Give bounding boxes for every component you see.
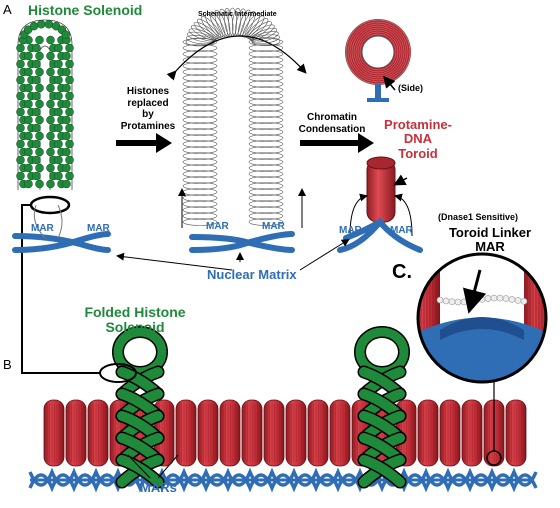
- histones-replaced-line-1: Histones: [126, 86, 170, 97]
- panel-connector-line: [21, 204, 100, 374]
- intermediate-curved-arrow: [166, 35, 307, 81]
- condensation-line-1: Chromatin: [307, 112, 357, 123]
- histones-replaced-label: Histones replaced by Protamines: [118, 86, 178, 132]
- toroid-side-view: [345, 19, 411, 102]
- arrow-histones-replaced: [116, 133, 172, 153]
- folded-line-1: Folded Histone: [84, 304, 186, 320]
- toroid-line-2: DNA: [403, 131, 433, 147]
- detail-circle: [416, 252, 548, 384]
- toroid-front-view: [337, 156, 423, 253]
- histones-replaced-line-3: by: [142, 109, 154, 120]
- mars-pointer-1: [127, 454, 151, 479]
- folded-histone-solenoid-right: [354, 326, 410, 489]
- dna-base-strands: [28, 467, 538, 493]
- mar-label-5: MAR: [339, 225, 362, 236]
- dnase-label: (Dnase1 Sensitive): [438, 212, 519, 222]
- mar-cross-left: [12, 204, 111, 253]
- side-label: (Side): [398, 83, 424, 93]
- histones-replaced-line-4: Protamines: [120, 120, 176, 132]
- toroid-linker-line-2: MAR: [475, 239, 505, 255]
- nm-arrow-left: [116, 252, 233, 271]
- schematic-intermediate-coil: [182, 7, 284, 226]
- panel-label-c: C.: [392, 261, 412, 283]
- toroid-row: [43, 399, 527, 467]
- histones-replaced-line-2: replaced: [127, 97, 169, 109]
- mar-label-3: MAR: [206, 221, 229, 232]
- condensation-line-2: Condensation: [298, 123, 366, 135]
- mar-cross-middle: [189, 231, 295, 253]
- mars-label: MARs: [140, 480, 177, 495]
- solenoid-base-ring: [29, 195, 71, 215]
- folded-histone-solenoid-title: Folded Histone Solenoid: [70, 304, 200, 336]
- mars-pointer-2: [157, 454, 179, 479]
- toroid-linker-line-1: Toroid Linker: [448, 225, 532, 240]
- mar-label-1: MAR: [31, 223, 54, 234]
- chromatin-condensation-label: Chromatin Condensation: [296, 112, 368, 135]
- arrow-condensation: [300, 133, 374, 153]
- toroid-linker-label: Toroid Linker MAR: [434, 225, 546, 255]
- nm-arrow-right: [299, 238, 350, 271]
- toroid-line-1: Protamine-: [384, 117, 452, 132]
- histone-solenoid-title: Histone Solenoid: [28, 2, 143, 18]
- panel-label-a: A: [3, 2, 12, 17]
- detail-source-ring: [486, 450, 502, 466]
- mar-label-2: MAR: [87, 223, 110, 234]
- toroid-line-3: Toroid: [398, 145, 438, 161]
- mar-label-6: MAR: [390, 225, 413, 236]
- panel-label-b: B: [3, 357, 12, 372]
- nuclear-matrix-label: Nuclear Matrix: [207, 267, 297, 282]
- mar-label-4: MAR: [262, 221, 285, 232]
- folded-histone-solenoid-left: [112, 326, 168, 489]
- protamine-toroid-label: Protamine- DNA Toroid: [372, 117, 464, 161]
- folded-line-2: Solenoid: [105, 319, 165, 336]
- schematic-intermediate-label: Schematic Intermediate: [198, 11, 277, 18]
- folded-solenoid-ring: [99, 363, 137, 383]
- histone-solenoid-hairpin: [16, 19, 74, 190]
